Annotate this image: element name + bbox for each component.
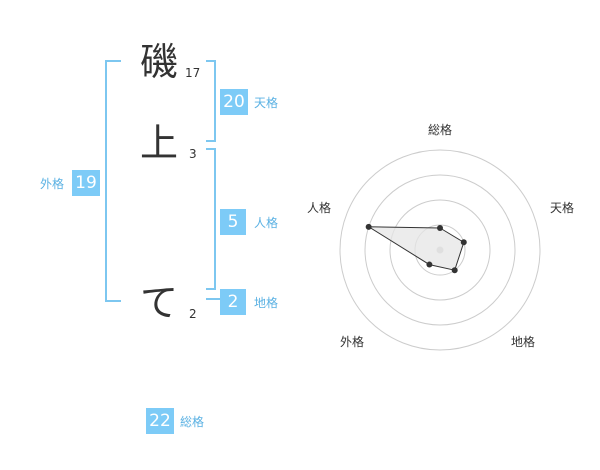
soukaku-badge: 22 [146, 408, 174, 434]
radar-data-point-4 [426, 261, 433, 268]
radar-ring-3 [364, 174, 516, 326]
gaikaku-badge: 19 [72, 170, 100, 196]
tenkaku-bracket [206, 60, 216, 142]
radar-axis-label-gaikaku: 外格 [340, 335, 365, 349]
chikaku-connector [206, 298, 220, 300]
radar-data-polygon [366, 226, 465, 271]
name-char-3: て [140, 281, 179, 325]
tenkaku-badge: 20 [220, 89, 248, 115]
jinkaku-label: 人格 [254, 216, 279, 230]
radar-axis-label-soukaku: 総格 [428, 123, 453, 137]
name-char-2: 上 [140, 121, 179, 165]
radar-ring-4 [339, 149, 541, 351]
gaikaku-bracket [105, 60, 121, 302]
stroke-count-3: 2 [189, 307, 197, 321]
tenkaku-label: 天格 [254, 96, 279, 110]
gaikaku-label: 外格 [40, 177, 65, 191]
radar-axis-label-jinkaku: 人格 [307, 201, 332, 215]
chikaku-badge: 2 [220, 289, 246, 315]
stroke-count-2: 3 [189, 147, 197, 161]
jinkaku-bracket [206, 148, 216, 290]
stroke-count-1: 17 [185, 66, 201, 80]
name-char-1: 磯 [140, 40, 179, 84]
radar-axis-label-tenkaku: 天格 [550, 201, 575, 215]
radar-data-point-1 [437, 225, 443, 231]
radar-data-point-3 [451, 267, 458, 274]
radar-axis-label-chikaku: 地格 [511, 335, 536, 349]
soukaku-label: 総格 [180, 415, 205, 429]
chikaku-label: 地格 [254, 296, 279, 310]
jinkaku-badge: 5 [220, 209, 246, 235]
radar-ring-2 [389, 199, 491, 301]
radar-data-point-2 [460, 239, 467, 246]
radar-data-point-5 [365, 223, 372, 230]
